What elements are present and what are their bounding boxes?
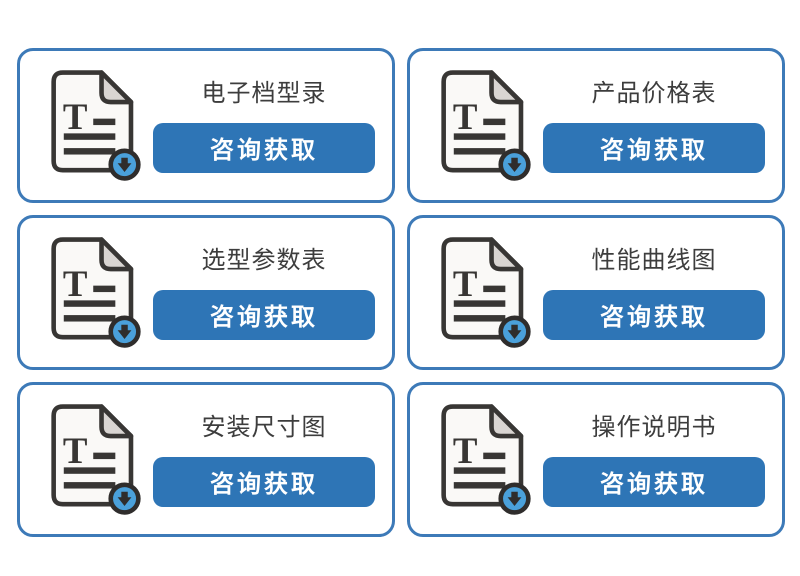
document-download-icon xyxy=(436,235,536,351)
card-electronic-catalog: 电子档型录 咨询获取 xyxy=(17,48,395,203)
card-selection-parameters: 选型参数表 咨询获取 xyxy=(17,215,395,370)
document-download-icon xyxy=(46,68,146,184)
card-title: 操作说明书 xyxy=(591,413,717,441)
card-title: 产品价格表 xyxy=(591,79,717,107)
consult-button[interactable]: 咨询获取 xyxy=(153,122,375,173)
document-download-icon xyxy=(46,402,146,518)
card-product-price-list: 产品价格表 咨询获取 xyxy=(407,48,785,203)
consult-button[interactable]: 咨询获取 xyxy=(153,456,375,507)
card-title: 性能曲线图 xyxy=(591,246,717,274)
card-title: 安装尺寸图 xyxy=(201,413,327,441)
card-content: 选型参数表 咨询获取 xyxy=(146,246,392,340)
card-content: 产品价格表 咨询获取 xyxy=(536,79,782,173)
document-download-icon xyxy=(436,68,536,184)
card-content: 性能曲线图 咨询获取 xyxy=(536,246,782,340)
card-operation-manual: 操作说明书 咨询获取 xyxy=(407,382,785,537)
card-content: 安装尺寸图 咨询获取 xyxy=(146,413,392,507)
card-content: 电子档型录 咨询获取 xyxy=(146,79,392,173)
card-title: 电子档型录 xyxy=(201,79,327,107)
card-content: 操作说明书 咨询获取 xyxy=(536,413,782,507)
card-installation-dimensions: 安装尺寸图 咨询获取 xyxy=(17,382,395,537)
consult-button[interactable]: 咨询获取 xyxy=(153,289,375,340)
card-performance-curves: 性能曲线图 咨询获取 xyxy=(407,215,785,370)
document-download-icon xyxy=(436,402,536,518)
document-download-icon xyxy=(46,235,146,351)
download-cards-grid: 电子档型录 咨询获取 产品价格表 咨询获取 选型参数表 咨询获取 性能曲线图 咨… xyxy=(17,48,785,537)
consult-button[interactable]: 咨询获取 xyxy=(543,289,765,340)
consult-button[interactable]: 咨询获取 xyxy=(543,456,765,507)
consult-button[interactable]: 咨询获取 xyxy=(543,122,765,173)
card-title: 选型参数表 xyxy=(201,246,327,274)
